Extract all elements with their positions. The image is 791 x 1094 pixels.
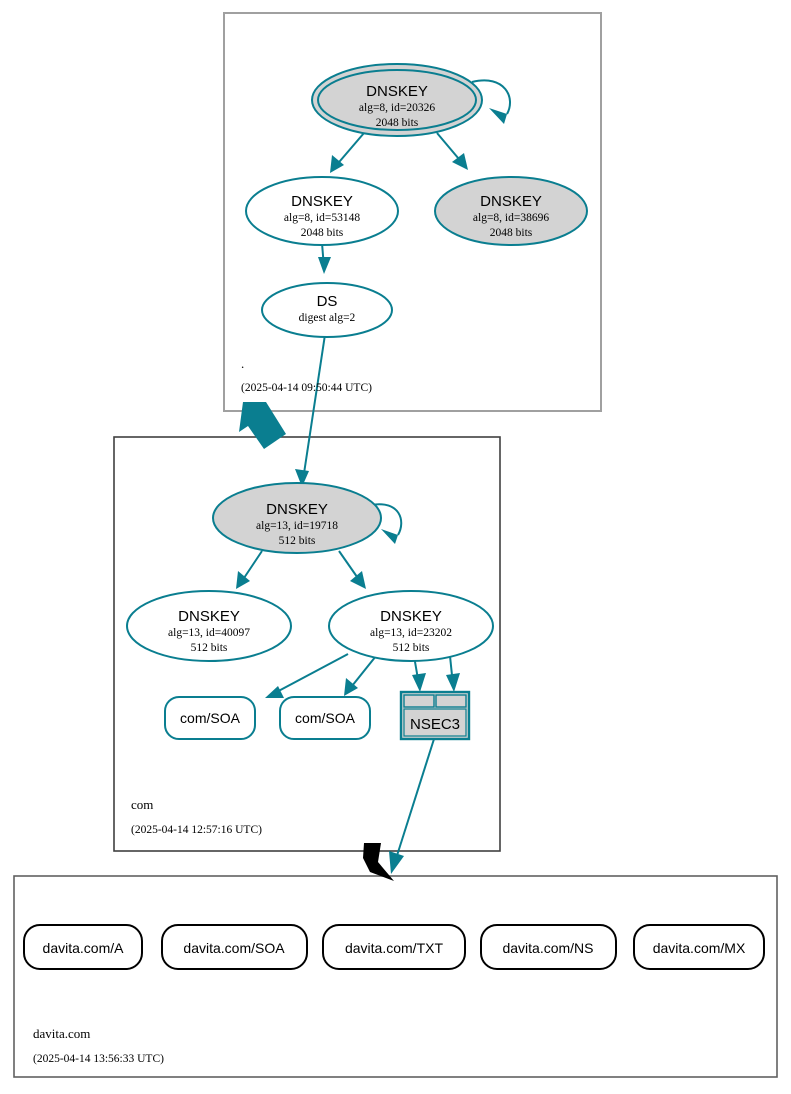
node-title: DNSKEY [266, 501, 328, 518]
node-dnskey-root-38696[interactable]: DNSKEY alg=8, id=38696 2048 bits [434, 176, 588, 246]
edge-com-zsk23202-to-nsec3-b [446, 655, 460, 692]
zone-timestamp-root: (2025-04-14 09:50:44 UTC) [241, 382, 372, 394]
node-line2: digest alg=2 [299, 312, 356, 324]
zone-box-davita [13, 875, 778, 1078]
edge-delegation-com-to-davita [363, 843, 394, 881]
node-dnskey-root-53148[interactable]: DNSKEY alg=8, id=53148 2048 bits [245, 176, 399, 246]
rrset-com-soa-2[interactable]: com/SOA [279, 696, 371, 740]
nsec3-label: NSEC3 [410, 716, 460, 733]
zone-label-root: . [241, 356, 244, 371]
node-line2: alg=13, id=19718 [256, 520, 338, 532]
node-line2: alg=8, id=20326 [359, 102, 435, 114]
node-line2: alg=8, id=38696 [473, 212, 549, 224]
node-line2: alg=13, id=23202 [370, 627, 452, 639]
node-dnskey-root-20326[interactable]: DNSKEY alg=8, id=20326 2048 bits [311, 63, 483, 137]
rrset-davita-soa[interactable]: davita.com/SOA [161, 924, 308, 970]
edge-com-ksk-to-zsk40097 [236, 550, 263, 589]
node-line2: alg=8, id=53148 [284, 212, 360, 224]
node-line2: alg=13, id=40097 [168, 627, 250, 639]
node-title: DNSKEY [380, 608, 442, 625]
edge-nsec3-to-davita [389, 738, 435, 874]
zone-label-davita: davita.com [33, 1026, 90, 1041]
rrset-label: com/SOA [295, 710, 356, 726]
edge-root-ksk-to-zsk53148 [330, 132, 365, 173]
zone-timestamp-davita: (2025-04-14 13:56:33 UTC) [33, 1053, 164, 1065]
node-line3: 2048 bits [376, 117, 419, 129]
rrset-davita-a[interactable]: davita.com/A [23, 924, 143, 970]
rrset-com-nsec3[interactable]: NSEC3 [399, 690, 471, 741]
node-title: DNSKEY [291, 193, 353, 210]
node-title: DNSKEY [178, 608, 240, 625]
rrset-label: davita.com/TXT [345, 940, 443, 956]
node-line3: 2048 bits [301, 227, 344, 239]
rrset-com-soa-1[interactable]: com/SOA [164, 696, 256, 740]
nsec3-cell-1 [403, 694, 435, 708]
node-line3: 512 bits [393, 642, 430, 654]
rrset-davita-ns[interactable]: davita.com/NS [480, 924, 617, 970]
edge-root-ksk-to-ksk38696 [436, 132, 468, 170]
rrset-label: com/SOA [180, 710, 241, 726]
rrset-label: davita.com/MX [653, 940, 746, 956]
nsec3-body [403, 708, 467, 737]
edge-self-sign-root-ksk [471, 79, 512, 124]
node-title: DNSKEY [366, 83, 428, 100]
node-title: DNSKEY [480, 193, 542, 210]
node-line3: 512 bits [279, 535, 316, 547]
edge-com-zsk23202-to-soa2 [344, 655, 377, 696]
node-dnskey-com-23202[interactable]: DNSKEY alg=13, id=23202 512 bits [328, 590, 494, 662]
nsec3-cell-2 [435, 694, 467, 708]
edge-ds-to-com-dnskey [295, 327, 327, 487]
node-line3: 512 bits [191, 642, 228, 654]
node-dnskey-com-40097[interactable]: DNSKEY alg=13, id=40097 512 bits [126, 590, 292, 662]
rrset-label: davita.com/A [43, 940, 125, 956]
rrset-davita-txt[interactable]: davita.com/TXT [322, 924, 466, 970]
node-line3: 2048 bits [490, 227, 533, 239]
rrset-label: davita.com/SOA [183, 940, 285, 956]
node-ds-root[interactable]: DS digest alg=2 [261, 282, 393, 338]
zone-timestamp-com: (2025-04-14 12:57:16 UTC) [131, 824, 262, 836]
edge-com-ksk-to-zsk23202 [338, 550, 366, 589]
zone-label-com: com [131, 797, 153, 812]
rrset-davita-mx[interactable]: davita.com/MX [633, 924, 765, 970]
edge-delegation-root-to-com [239, 402, 286, 449]
edge-com-zsk23202-to-soa1 [265, 653, 349, 698]
node-dnskey-com-19718[interactable]: DNSKEY alg=13, id=19718 512 bits [212, 482, 382, 554]
node-title: DS [317, 293, 338, 310]
rrset-label: davita.com/NS [502, 940, 593, 956]
edge-self-sign-com-ksk [370, 503, 403, 544]
edge-zsk53148-to-ds [318, 242, 331, 274]
